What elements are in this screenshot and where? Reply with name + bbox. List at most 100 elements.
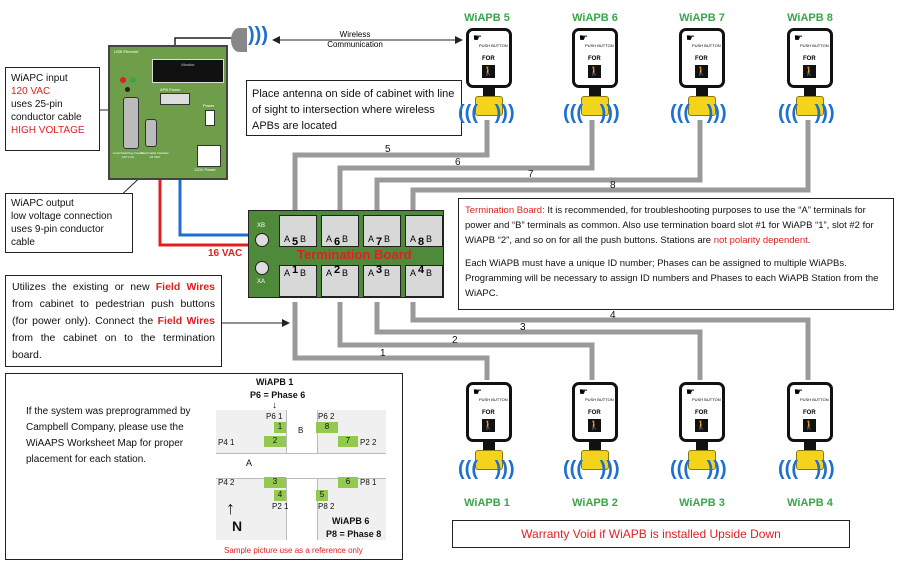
pedestrian-icon: 🚶 bbox=[588, 65, 601, 78]
worksheet-wiapb6-label: WiAPB 6 bbox=[332, 516, 370, 526]
field-wires-box: Utilizes the existing or new Field Wires… bbox=[5, 275, 222, 367]
wire-2 bbox=[337, 302, 595, 380]
db25-connector bbox=[123, 97, 139, 149]
pedestrian-icon: 🚶 bbox=[695, 419, 708, 432]
station-radio-module bbox=[475, 450, 503, 470]
wireless-waves-icon: ((( ))) bbox=[458, 458, 515, 480]
terminal-b-label: B bbox=[384, 268, 391, 278]
cell-box-4: 4 bbox=[274, 490, 286, 501]
wiapc-input-title: WiAPC input bbox=[11, 73, 68, 84]
cell-box-5: 5 bbox=[316, 490, 328, 501]
termination-note-period: . bbox=[807, 235, 811, 246]
cabinet-rs-label: Load Switching Output 120 V AC bbox=[112, 151, 144, 159]
station-label-2: WiAPB 2 bbox=[572, 497, 618, 509]
warranty-box: Warranty Void if WiAPB is installed Upsi… bbox=[452, 520, 850, 548]
field-wires-highlight1: Field Wires bbox=[155, 281, 215, 293]
wire-label-4: 4 bbox=[610, 310, 616, 321]
cell-p2-2: P2 2 bbox=[360, 438, 377, 447]
terminal-b-label: B bbox=[384, 234, 391, 244]
wiapc-input-line4: conductor cable bbox=[11, 112, 82, 123]
hand-icon: ☛ bbox=[794, 387, 803, 398]
cell-box-7: 7 bbox=[338, 436, 358, 447]
pedestrian-icon: 🚶 bbox=[695, 65, 708, 78]
station-radio-module bbox=[688, 450, 716, 470]
wiapc-output-box: WiAPC output low voltage connection uses… bbox=[5, 193, 133, 253]
pedestrian-icon: 🚶 bbox=[588, 419, 601, 432]
wiapc-output-line2: low voltage connection bbox=[11, 211, 113, 222]
power-switch[interactable] bbox=[205, 110, 215, 126]
wiapc-output-line3: uses 9-pin conductor bbox=[11, 224, 104, 235]
wireless-waves-icon: ((( ))) bbox=[563, 102, 620, 124]
wiapc-input-voltage: 120 VAC bbox=[11, 86, 51, 97]
wire-4 bbox=[410, 302, 811, 380]
station-label-1: WiAPB 1 bbox=[464, 497, 510, 509]
termination-note-box: Termination Board: It is recommended, fo… bbox=[458, 198, 894, 310]
terminal-slot-number: 5 bbox=[292, 236, 299, 248]
terminal-b-label: B bbox=[300, 234, 307, 244]
cell-p8-2: P8 2 bbox=[318, 502, 335, 511]
xa-terminal bbox=[255, 261, 269, 275]
termination-board: XB XA Termination Board A B 5 A B 6 A B … bbox=[248, 210, 444, 298]
station-label-8: WiAPB 8 bbox=[787, 12, 833, 24]
terminal-b-label: B bbox=[426, 234, 433, 244]
field-wires-highlight2: Field Wires bbox=[157, 315, 215, 327]
field-wires-text3: from the cabinet on to the termination b… bbox=[12, 332, 215, 361]
terminal-top-slot-8: A B 8 bbox=[405, 215, 443, 248]
station-label-5: WiAPB 5 bbox=[464, 12, 510, 24]
antenna-wave-icon: ))) bbox=[248, 24, 268, 46]
cell-p8-1: P8 1 bbox=[360, 478, 377, 487]
wireless-waves-icon: ((( ))) bbox=[458, 102, 515, 124]
led-green bbox=[130, 77, 136, 83]
termination-note-label: Termination Board: bbox=[465, 205, 545, 216]
cell-box-1: 1 bbox=[274, 422, 286, 433]
cell-box-2: 2 bbox=[264, 436, 286, 447]
terminal-a-label: A bbox=[284, 268, 291, 278]
intersection-map: P6 1 P6 2 P4 1 P2 2 P4 2 P8 1 P2 1 P8 2 … bbox=[216, 410, 386, 540]
antenna-cable bbox=[174, 37, 240, 45]
termination-note-para2: Each WiAPB must have a unique ID number;… bbox=[465, 258, 879, 299]
terminal-b-label: B bbox=[426, 268, 433, 278]
cabinet-usb-label: USB Ethernet bbox=[114, 49, 139, 54]
terminal-b-label: B bbox=[342, 268, 349, 278]
xb-terminal bbox=[255, 233, 269, 247]
worksheet-text: If the system was preprogrammed by Campb… bbox=[26, 406, 191, 465]
worksheet-sample-note: Sample picture use as a reference only bbox=[224, 546, 363, 555]
termination-note-para1: Termination Board: It is recommended, fo… bbox=[465, 203, 887, 248]
wireless-waves-icon: ((( ))) bbox=[670, 102, 727, 124]
terminal-a-label: A bbox=[368, 268, 375, 278]
blue-cable bbox=[178, 160, 250, 237]
north-label: N bbox=[232, 518, 243, 534]
wire-6 bbox=[337, 120, 595, 215]
cabinet-power120-label: 120V Power bbox=[194, 167, 216, 172]
terminal-a-label: A bbox=[326, 234, 333, 244]
wire-label-6: 6 bbox=[455, 157, 461, 168]
station-radio-module bbox=[796, 450, 824, 470]
hand-icon: ☛ bbox=[579, 33, 588, 44]
terminal-a-label: A bbox=[284, 234, 291, 244]
hand-icon: ☛ bbox=[473, 387, 482, 398]
terminal-bottom-slot-2: A B 2 bbox=[321, 264, 359, 297]
cell-p6-2: P6 2 bbox=[318, 412, 335, 421]
terminal-slot-number: 4 bbox=[418, 264, 425, 276]
wire-8 bbox=[410, 120, 811, 215]
cabinet-apb-power-label: APB Power bbox=[160, 87, 181, 92]
hand-icon: ☛ bbox=[794, 33, 803, 44]
antenna-icon bbox=[231, 28, 247, 52]
termination-note-polarity: not polarity dependent bbox=[713, 235, 808, 246]
wireless-label: Wireless Communication bbox=[327, 30, 383, 49]
vac-label: 16 VAC bbox=[208, 248, 243, 259]
termination-xb-label: XB bbox=[257, 223, 266, 229]
station-radio-module bbox=[475, 96, 503, 116]
wire-label-2: 2 bbox=[452, 335, 458, 346]
wire-label-7: 7 bbox=[528, 169, 534, 180]
cell-a: A bbox=[246, 458, 253, 468]
worksheet-box: If the system was preprogrammed by Campb… bbox=[5, 373, 403, 560]
red-cable bbox=[158, 160, 250, 247]
cell-p6-1: P6 1 bbox=[266, 412, 283, 421]
terminal-slot-number: 3 bbox=[376, 264, 383, 276]
wire-label-3: 3 bbox=[520, 322, 526, 333]
wireless-waves-icon: ((( ))) bbox=[670, 458, 727, 480]
